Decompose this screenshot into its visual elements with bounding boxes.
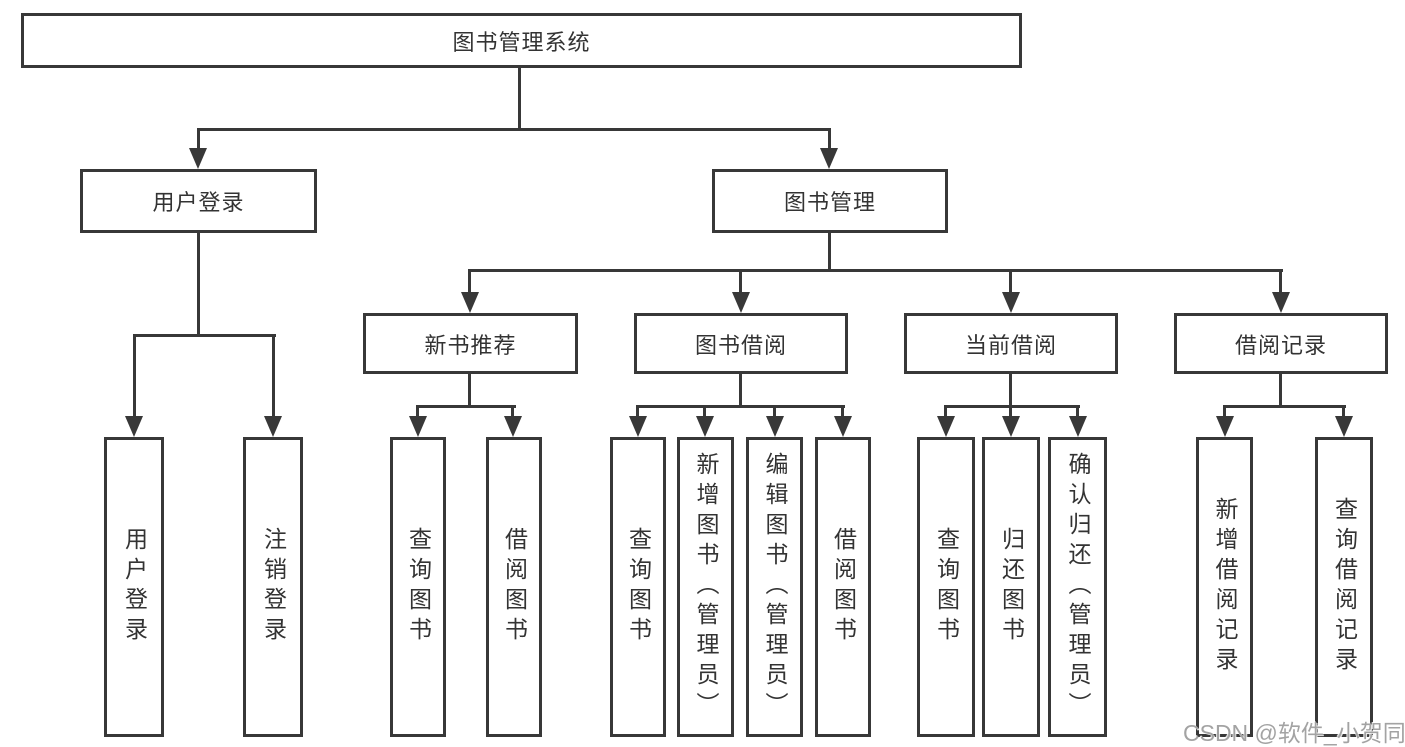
leaf-add-book-admin: 新增图书（管理员） xyxy=(677,437,734,737)
arrow-down-icon xyxy=(732,292,750,313)
connector-root-bar xyxy=(197,128,831,131)
arrow-down-icon xyxy=(189,148,207,169)
arrow-down-icon xyxy=(264,416,282,437)
connector-current-borrow-bar xyxy=(944,405,1080,408)
leaf-query-book-3: 查询图书 xyxy=(917,437,975,737)
leaf-user-login: 用户登录 xyxy=(104,437,164,737)
connector-root-stem xyxy=(518,68,521,130)
connector-drop xyxy=(773,405,776,419)
arrow-down-icon xyxy=(696,416,714,437)
arrow-down-icon xyxy=(820,148,838,169)
connector-user-login-bar xyxy=(133,334,276,337)
connector-new-book-bar xyxy=(416,405,516,408)
leaf-edit-book-admin: 编辑图书（管理员） xyxy=(746,437,803,737)
arrow-down-icon xyxy=(1069,416,1087,437)
arrow-down-icon xyxy=(1002,292,1020,313)
arrow-down-icon xyxy=(1216,416,1234,437)
node-book-management: 图书管理 xyxy=(712,169,948,233)
connector-drop xyxy=(944,405,947,419)
node-borrow-record: 借阅记录 xyxy=(1174,313,1388,374)
arrow-down-icon xyxy=(1335,416,1353,437)
arrow-down-icon xyxy=(1272,292,1290,313)
connector-book-borrow-stem xyxy=(739,374,742,408)
leaf-query-borrow-record: 查询借阅记录 xyxy=(1315,437,1373,737)
connector-book-management-stem xyxy=(828,233,831,272)
connector-new-book-stem xyxy=(468,374,471,408)
arrow-down-icon xyxy=(125,416,143,437)
arrow-down-icon xyxy=(834,416,852,437)
connector-drop-book-management xyxy=(828,128,831,150)
connector-drop xyxy=(1223,405,1226,419)
connector-drop-user-login xyxy=(197,128,200,150)
arrow-down-icon xyxy=(461,292,479,313)
leaf-return-book: 归还图书 xyxy=(982,437,1040,737)
connector-borrow-record-bar xyxy=(1223,405,1346,408)
arrow-down-icon xyxy=(937,416,955,437)
connector-drop xyxy=(841,405,844,419)
leaf-confirm-return-admin: 确认归还（管理员） xyxy=(1048,437,1107,737)
connector-drop-borrow-record xyxy=(1279,269,1282,294)
leaf-logout: 注销登录 xyxy=(243,437,303,737)
node-library-management-system: 图书管理系统 xyxy=(21,13,1022,68)
leaf-borrow-book-2: 借阅图书 xyxy=(815,437,871,737)
leaf-query-book-2: 查询图书 xyxy=(610,437,666,737)
connector-drop xyxy=(511,405,514,419)
arrow-down-icon xyxy=(1002,416,1020,437)
connector-borrow-record-stem xyxy=(1279,374,1282,408)
leaf-add-borrow-record: 新增借阅记录 xyxy=(1196,437,1253,737)
arrow-down-icon xyxy=(766,416,784,437)
leaf-query-book-1: 查询图书 xyxy=(390,437,446,737)
connector-drop xyxy=(1076,405,1079,419)
node-user-login: 用户登录 xyxy=(80,169,317,233)
arrow-down-icon xyxy=(629,416,647,437)
connector-drop-current-borrow xyxy=(1009,269,1012,294)
connector-book-management-bar xyxy=(468,269,1283,272)
connector-current-borrow-stem xyxy=(1009,374,1012,408)
node-current-borrow: 当前借阅 xyxy=(904,313,1118,374)
connector-drop xyxy=(416,405,419,419)
connector-drop xyxy=(636,405,639,419)
connector-drop-book-borrow xyxy=(739,269,742,294)
connector-drop-login-leaf xyxy=(133,334,136,418)
connector-drop-new-book xyxy=(468,269,471,294)
csdn-watermark: CSDN @软件_小贺同学 xyxy=(1183,720,1405,746)
connector-book-borrow-bar xyxy=(636,405,845,408)
connector-drop xyxy=(703,405,706,419)
arrow-down-icon xyxy=(409,416,427,437)
arrow-down-icon xyxy=(504,416,522,437)
connector-drop-logout-leaf xyxy=(272,334,275,418)
connector-drop xyxy=(1342,405,1345,419)
connector-user-login-stem xyxy=(197,233,200,337)
node-new-book-recommend: 新书推荐 xyxy=(363,313,578,374)
leaf-borrow-book-1: 借阅图书 xyxy=(486,437,542,737)
connector-drop xyxy=(1009,405,1012,419)
node-book-borrow: 图书借阅 xyxy=(634,313,848,374)
